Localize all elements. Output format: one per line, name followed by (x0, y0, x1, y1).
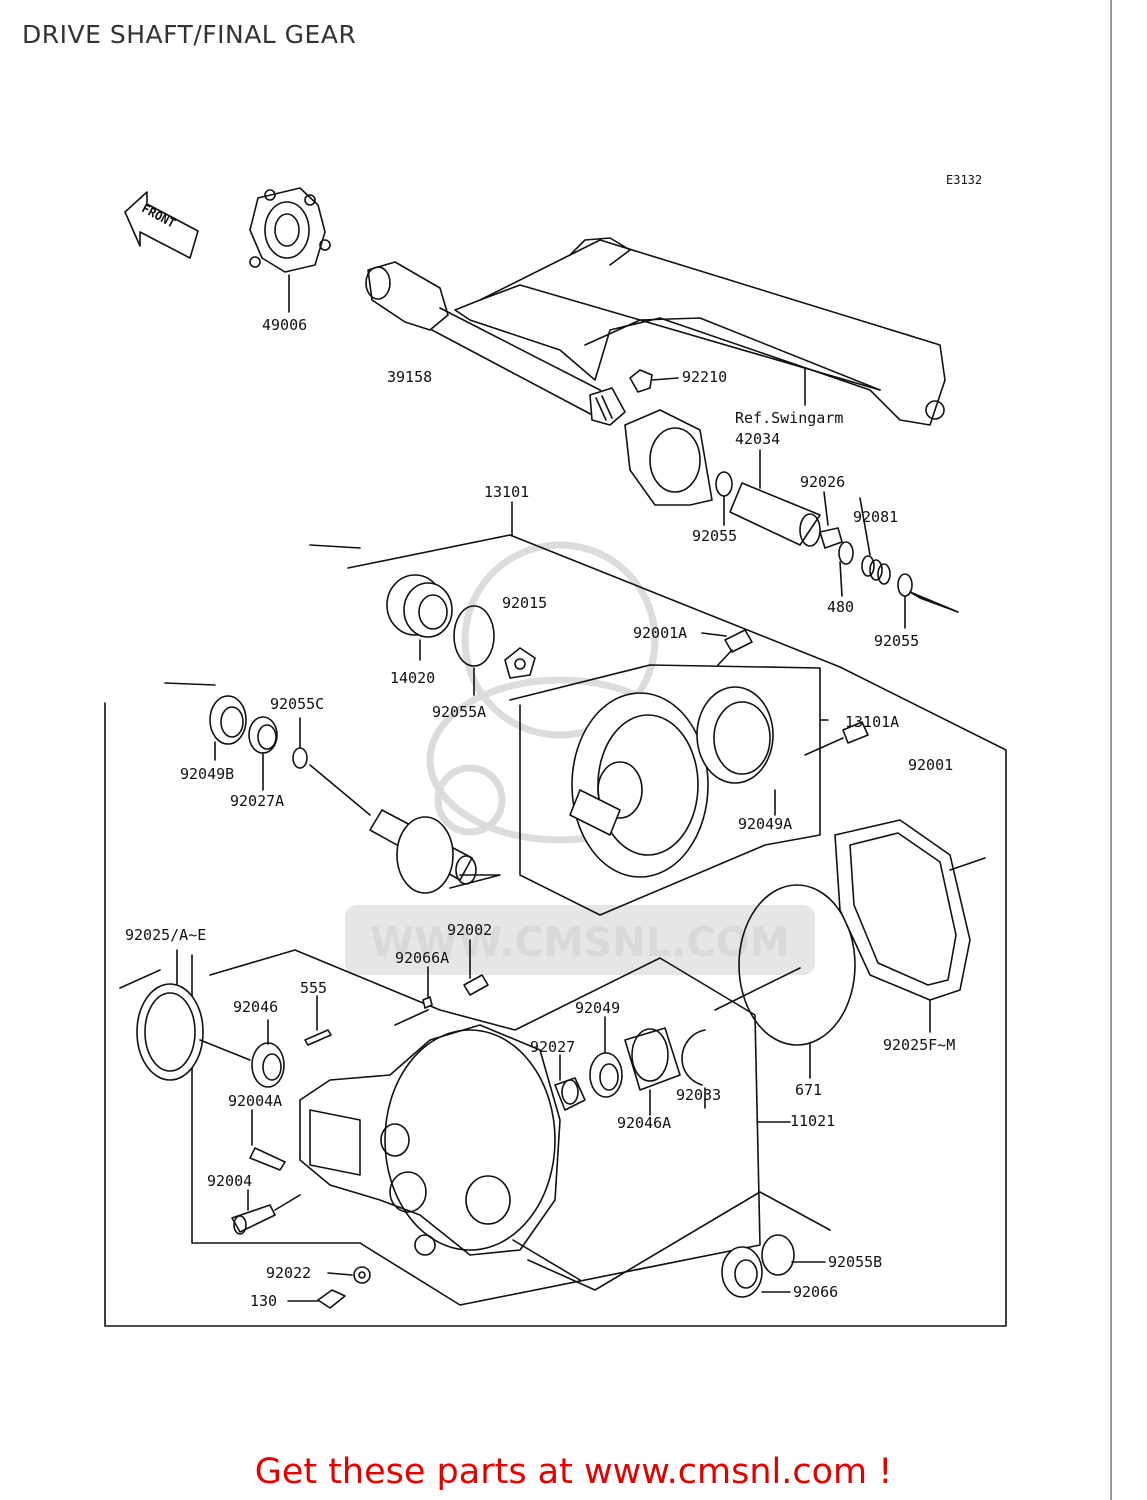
seal-92049 (589, 1052, 623, 1098)
case-outline-11021 (191, 949, 761, 1306)
swingarm-frame (454, 237, 946, 506)
page-border-line (1110, 0, 1112, 1500)
label-130: 130 (250, 1292, 277, 1310)
bearing-92046 (251, 1042, 285, 1088)
label-92066A: 92066A (395, 949, 449, 967)
drive-shaft-39158 (365, 261, 626, 426)
exploded-parts-diagram: WWW.CMSNL.COM FRONT (104, 173, 1007, 1327)
label-11021: 11021 (790, 1112, 835, 1130)
gasket-92025FM (834, 819, 971, 1001)
label-92055A: 92055A (432, 703, 486, 721)
spring-92081 (861, 555, 891, 585)
bolt-92001A (717, 629, 753, 666)
shim-92025AE (136, 949, 204, 1081)
diagram-code: E3132 (946, 173, 982, 187)
label-92033: 92033 (676, 1086, 721, 1104)
bolt-92001 (804, 721, 869, 756)
washer-92022 (353, 1266, 371, 1284)
plug-92066 (721, 1246, 763, 1298)
damper-hub-49006 (249, 187, 331, 313)
pin-555 (304, 1029, 332, 1046)
o-ring-92055B (761, 1234, 795, 1276)
page-title: DRIVE SHAFT/FINAL GEAR (22, 20, 357, 49)
nut-92015 (504, 647, 536, 679)
label-92027A: 92027A (230, 792, 284, 810)
label-92025FM: 92025F~M (883, 1036, 955, 1054)
label-92066: 92066 (793, 1283, 838, 1301)
ring-gear (569, 692, 709, 878)
nut-92210 (629, 369, 653, 393)
label-92055-top: 92055 (692, 527, 737, 545)
label-92004A: 92004A (228, 1092, 282, 1110)
label-92026: 92026 (800, 473, 845, 491)
sleeve-42034 (729, 449, 821, 547)
label-92001A: 92001A (633, 624, 687, 642)
seal-92049B (209, 695, 247, 745)
label-92049A: 92049A (738, 815, 792, 833)
label-92055B: 92055B (828, 1253, 882, 1271)
ring-gear-outline-13101A (509, 664, 821, 916)
label-92046A: 92046A (617, 1114, 671, 1132)
label-92049: 92049 (575, 999, 620, 1017)
label-671: 671 (795, 1081, 822, 1099)
bolt-92002 (463, 974, 489, 996)
label-92004: 92004 (207, 1172, 252, 1190)
label-13101A: 13101A (845, 713, 899, 731)
circlip-480 (838, 541, 854, 565)
label-555: 555 (300, 979, 327, 997)
pinion-gear (309, 764, 477, 894)
bolt-92004A (249, 1109, 286, 1171)
label-92022: 92022 (266, 1264, 311, 1282)
watermark-text: WWW.CMSNL.COM (370, 920, 790, 966)
bearing-14020 (386, 574, 453, 661)
label-14020: 14020 (390, 669, 435, 687)
promo-link[interactable]: Get these parts at www.cmsnl.com ! (254, 1452, 893, 1492)
label-92015: 92015 (502, 594, 547, 612)
label-92001: 92001 (908, 756, 953, 774)
label-92025AE: 92025/A~E (125, 926, 206, 944)
bearing-92027 (554, 1077, 586, 1111)
plug-92066A (422, 996, 433, 1009)
o-ring-671 (738, 884, 856, 1046)
seal-92049A (696, 686, 776, 816)
label-92027: 92027 (530, 1038, 575, 1056)
label-92055C: 92055C (270, 695, 324, 713)
label-92055-right: 92055 (874, 632, 919, 650)
o-ring-92055A (453, 605, 495, 667)
label-92081: 92081 (853, 508, 898, 526)
front-arrow-icon: FRONT (124, 191, 199, 259)
label-13101: 13101 (484, 483, 529, 501)
washer-92026 (819, 527, 843, 549)
bearing-92046A (624, 1027, 681, 1116)
label-92002: 92002 (447, 921, 492, 939)
o-ring-92055-right (897, 573, 913, 597)
cover-outline (527, 1191, 831, 1291)
label-92049B: 92049B (180, 765, 234, 783)
label-480: 480 (827, 598, 854, 616)
label-92046: 92046 (233, 998, 278, 1016)
label-42034: 42034 (735, 430, 780, 448)
label-49006: 49006 (262, 316, 307, 334)
bearing-92027A (248, 716, 278, 754)
stud-92004 (231, 1189, 301, 1235)
label-92210: 92210 (682, 368, 727, 386)
final-gear-case (299, 1024, 561, 1256)
o-ring-92055C (292, 747, 308, 769)
bolt-130 (317, 1289, 346, 1309)
o-ring-92055-top (715, 471, 733, 497)
label-39158: 39158 (387, 368, 432, 386)
circlip-92033 (681, 1029, 706, 1086)
promo-banner[interactable]: Get these parts at www.cmsnl.com ! (0, 1452, 1147, 1492)
label-ref-swingarm: Ref.Swingarm (735, 409, 843, 427)
assembly-outline-13101 (104, 534, 1007, 1327)
watermark-banner (345, 905, 815, 975)
